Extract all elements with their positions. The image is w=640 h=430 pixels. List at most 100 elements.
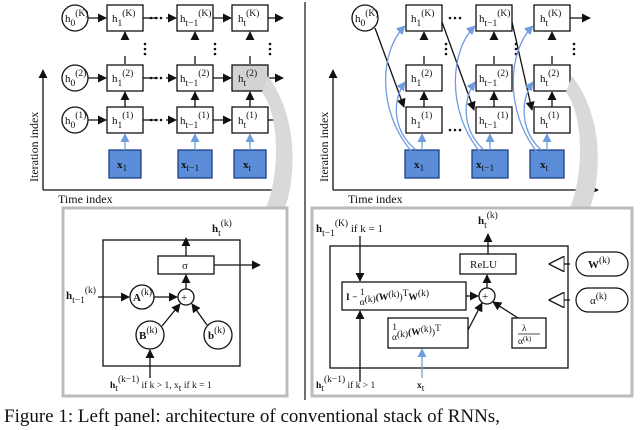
right-detail-output-label: ht(k) <box>478 210 498 231</box>
svg-text:B(k): B(k) <box>139 325 157 342</box>
right-ht1-1-box: ht−1(1) <box>475 106 513 134</box>
left-vertical-arrows <box>120 31 255 150</box>
svg-text:+: + <box>181 292 187 304</box>
right-panel: Iteration index Time index h0(K) h1(K) h… <box>310 4 634 398</box>
right-plus-circle: + <box>478 287 496 305</box>
svg-text:ht−1(K) if k = 1: ht−1(K) if k = 1 <box>316 218 383 239</box>
right-h0-K-circle: h0(K) <box>351 4 379 32</box>
right-diagonal-arrows <box>374 13 591 111</box>
svg-text:xt−1: xt−1 <box>181 159 199 174</box>
left-xt-input: xt <box>233 149 267 179</box>
left-A-circle: A(k) <box>129 284 155 310</box>
svg-text:ht−1(k): ht−1(k) <box>66 285 96 306</box>
svg-text:ht(K): ht(K) <box>540 8 561 29</box>
left-h0-1-circle: h0(1) <box>61 106 89 134</box>
svg-text:W(k): W(k) <box>588 255 610 271</box>
left-y-axis-label: Iteration index <box>27 112 41 182</box>
left-x-axis-label: Time index <box>58 192 113 206</box>
left-detail-arrows <box>98 274 208 378</box>
left-ellipsis-dots <box>143 16 272 122</box>
svg-text:σ: σ <box>182 260 188 272</box>
svg-text:h0(2): h0(2) <box>65 68 86 89</box>
left-x1-input: x1 <box>108 149 142 179</box>
right-lambda-to-plus-arrow <box>492 301 519 319</box>
right-ht-K-box: ht(K) <box>533 4 571 32</box>
right-vertical-arrows <box>419 31 557 107</box>
svg-text:+: + <box>482 291 488 303</box>
svg-text:ht(K): ht(K) <box>238 8 259 29</box>
svg-text:A(k): A(k) <box>133 287 152 304</box>
left-detail-output-label: ht(k) <box>212 218 232 239</box>
left-ht-K-box: ht(K) <box>231 4 269 32</box>
left-h0-2-circle: h0(2) <box>61 64 89 92</box>
left-panel: Iteration index Time index h0(K) h0(2) h… <box>27 4 293 398</box>
svg-text:ht(k): ht(k) <box>212 218 232 239</box>
svg-text:ht(2): ht(2) <box>238 68 257 89</box>
svg-text:ht−1(2): ht−1(2) <box>479 68 508 89</box>
right-blue-input-arrows <box>385 25 552 153</box>
svg-text:h0(K): h0(K) <box>355 8 378 29</box>
left-ht1-1-box: ht−1(1) <box>176 106 214 134</box>
right-detail-prev-label: ht−1(K) if k = 1 <box>316 218 383 239</box>
svg-text:ht(1): ht(1) <box>540 110 559 131</box>
svg-text:h0(1): h0(1) <box>65 110 86 131</box>
right-W-param: W(k) <box>550 251 629 277</box>
figure-caption: Figure 1: Left panel: architecture of co… <box>4 405 640 430</box>
svg-text:ht−1(1): ht−1(1) <box>479 110 508 131</box>
right-x-axis-label: Time index <box>348 192 403 206</box>
svg-text:h0(K): h0(K) <box>65 8 88 29</box>
left-sigma-box: σ <box>157 255 215 275</box>
right-relu-box: ReLU <box>459 253 517 275</box>
right-linear-to-plus-arrow <box>467 302 483 331</box>
right-y-axis-label: Iteration index <box>317 112 331 182</box>
svg-text:ht(k−1) if k > 1: ht(k−1) if k > 1 <box>316 374 376 394</box>
left-ht-2-box: ht(2) <box>231 64 269 92</box>
left-detail-bottom-label: ht(k−1) if k > 1, xt if k = 1 <box>110 374 212 394</box>
svg-text:ht(2): ht(2) <box>540 68 559 89</box>
svg-text:α(k): α(k) <box>518 335 532 347</box>
svg-text:h1(2): h1(2) <box>112 68 133 89</box>
right-lambda-box: λ α(k) <box>511 317 547 349</box>
left-h0-K-circle: h0(K) <box>61 4 89 32</box>
left-h1-2-box: h1(2) <box>106 64 144 92</box>
svg-text:ht(k−1) if k > 1, xt if k = 1: ht(k−1) if k > 1, xt if k = 1 <box>110 374 212 394</box>
svg-text:xt: xt <box>540 159 549 174</box>
right-alpha-param: α(k) <box>550 287 629 313</box>
svg-text:ht(1): ht(1) <box>238 110 257 131</box>
svg-text:xt: xt <box>417 381 425 394</box>
right-ht-1-box: ht(1) <box>533 106 571 134</box>
right-h1-K-box: h1(K) <box>405 4 443 32</box>
left-zoom-wedge <box>262 76 293 208</box>
svg-text:b(k): b(k) <box>208 325 225 342</box>
right-x1-input: x1 <box>404 149 440 179</box>
right-ht1-K-box: ht−1(K) <box>475 4 513 32</box>
left-detail-input-label: ht−1(k) <box>66 285 96 306</box>
right-xt-input: xt <box>529 149 565 179</box>
left-B-circle: B(k) <box>135 320 165 350</box>
left-h1-1-box: h1(1) <box>106 106 144 134</box>
svg-text:xt: xt <box>243 159 252 174</box>
right-ht1-2-box: ht−1(2) <box>475 64 513 92</box>
svg-text:λ: λ <box>522 324 527 334</box>
right-h1-2-box: h1(2) <box>405 64 443 92</box>
left-ht1-K-box: ht−1(K) <box>176 4 214 32</box>
left-b-circle: b(k) <box>203 320 233 350</box>
svg-text:1α(k)(W(k))T: 1α(k)(W(k))T <box>392 323 441 343</box>
svg-text:h1(2): h1(2) <box>411 68 432 89</box>
svg-text:ReLU: ReLU <box>470 259 497 271</box>
svg-text:α(k): α(k) <box>590 291 607 307</box>
right-ht-2-box: ht(2) <box>533 64 571 92</box>
right-zoom-wedge <box>566 76 598 208</box>
svg-text:h1(1): h1(1) <box>112 110 133 131</box>
left-xt1-input: xt−1 <box>177 149 213 179</box>
svg-text:ht−1(K): ht−1(K) <box>180 8 211 29</box>
left-ht1-2-box: ht−1(2) <box>176 64 214 92</box>
svg-text:ht−1(2): ht−1(2) <box>180 68 209 89</box>
svg-text:h1(K): h1(K) <box>112 8 135 29</box>
svg-text:ht−1(K): ht−1(K) <box>479 8 510 29</box>
svg-text:ht−1(1): ht−1(1) <box>180 110 209 131</box>
caption-label: Figure 1: <box>4 406 74 427</box>
